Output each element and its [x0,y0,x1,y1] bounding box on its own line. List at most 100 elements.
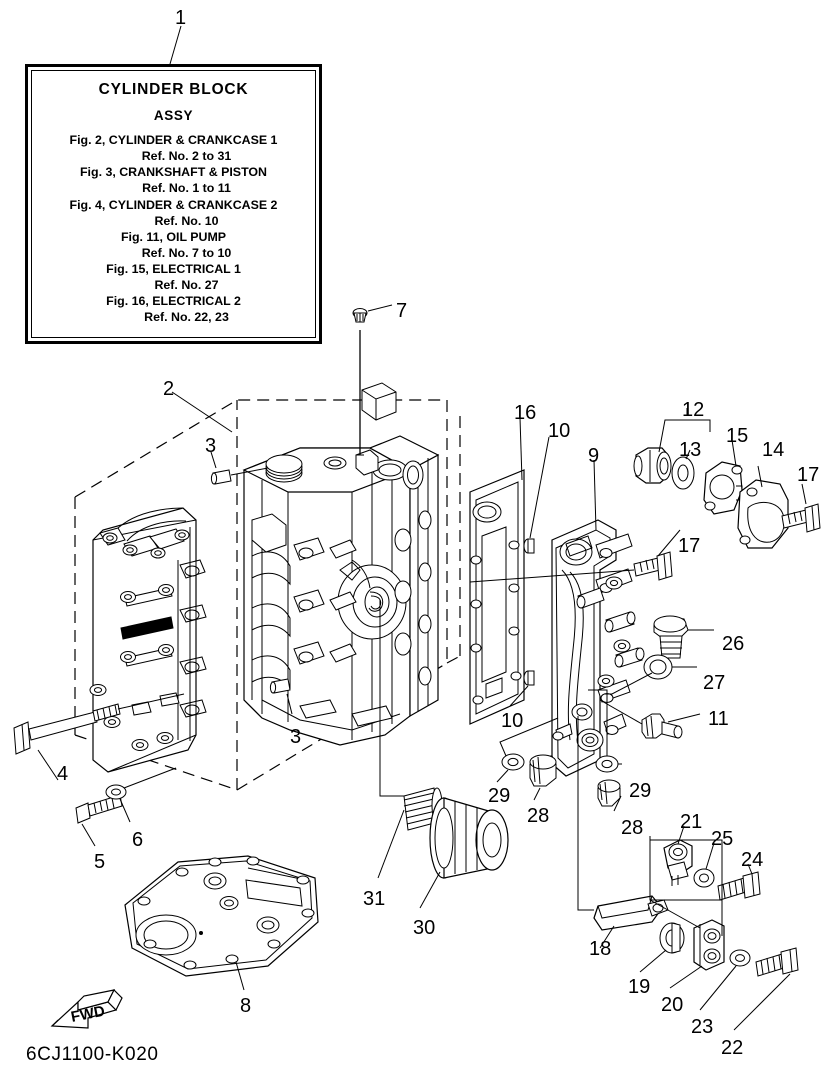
leader-22 [733,973,791,1031]
part-washer-6 [105,767,177,823]
part-bolt-17-right [781,483,821,533]
leader-25 [705,842,715,870]
legend-fig: Fig. 2, CYLINDER & CRANKCASE 1 [69,133,278,147]
callout-18[interactable]: 18 [589,938,612,960]
part-dowel-3-lower [269,678,293,715]
leader-28-left [533,787,541,801]
callout-3-lower[interactable]: 3 [290,726,302,748]
callout-10-upper[interactable]: 10 [548,420,571,442]
leader-20 [669,965,703,989]
leader-4-to-block [117,693,185,710]
leader-12-bracket [658,419,711,453]
leader-14 [757,465,763,488]
legend-fig: Fig. 3, CRANKSHAFT & PISTON [79,165,267,180]
callout-6[interactable]: 6 [132,829,144,851]
part-thermostat-cover-14 [737,465,789,549]
callout-13[interactable]: 13 [679,439,702,461]
leader-29-left [496,769,509,783]
callout-7[interactable]: 7 [396,300,408,322]
leader-15 [731,439,737,467]
callout-25[interactable]: 25 [711,828,734,850]
part-drain-plug-28-right [597,779,622,812]
leader-4 [37,749,59,781]
callout-21[interactable]: 21 [680,811,703,833]
callout-11[interactable]: 11 [708,708,729,730]
part-plug-7 [352,304,393,323]
leader-24 [747,863,753,875]
callout-20[interactable]: 20 [661,994,684,1016]
callout-26[interactable]: 26 [722,633,745,655]
part-gasket-16 [469,417,525,725]
leader-17-left [657,529,681,557]
part-grommet-19 [639,922,685,973]
callout-29-left[interactable]: 29 [488,785,511,807]
part-oil-pan-8 [124,855,319,991]
callout-9[interactable]: 9 [588,445,600,467]
callout-3-upper[interactable]: 3 [205,435,217,457]
callout-22[interactable]: 22 [721,1037,744,1059]
callout-19[interactable]: 19 [628,976,651,998]
part-bolt-17-left [469,529,681,583]
callout-14[interactable]: 14 [762,439,785,461]
fwd-arrow: FWD [50,988,123,1029]
part-bolt-22 [733,947,799,1031]
leader-10-upper [529,436,550,539]
part-oil-filter-30 [419,797,509,909]
leader-6 [119,798,131,823]
leader-3-lower [286,693,293,715]
part-rail-18 [577,716,669,949]
legend-ref: Ref. No. 10 [154,213,219,228]
leader-18 [599,925,615,949]
legend-ref: Ref. No. 27 [154,278,219,293]
callout-29-right[interactable]: 29 [629,780,652,802]
part-washer-25 [693,842,715,888]
callout-5[interactable]: 5 [94,851,106,873]
leader-2 [171,391,233,433]
leader-13 [685,449,691,460]
callout-23[interactable]: 23 [691,1016,714,1038]
callout-27[interactable]: 27 [703,672,726,694]
leader-31 [377,809,405,879]
callout-31[interactable]: 31 [363,888,386,910]
leader-8 [235,961,245,991]
part-clamp-20 [669,919,725,989]
part-dowel-10-upper [523,436,550,554]
callout-17-left[interactable]: 17 [678,535,701,557]
legend-subtitle: ASSY [153,108,194,123]
callout-30[interactable]: 30 [413,917,436,939]
leader-10-lower [509,685,529,707]
legend-fig: Fig. 11, OIL PUMP [120,229,227,244]
legend-inner-border: CYLINDER BLOCK ASSY Fig. 2, CYLINDER & C… [31,70,316,338]
part-washer-23 [699,949,751,1011]
callout-24[interactable]: 24 [741,849,764,871]
part-drain-plug-26 [653,615,714,659]
part-bolt-5 [75,794,123,847]
callout-15[interactable]: 15 [726,425,749,447]
part-seal-13 [671,449,695,490]
part-bolt-24 [717,863,761,901]
callout-17-right[interactable]: 17 [797,464,820,486]
callout-16[interactable]: 16 [514,402,537,424]
callout-28-right[interactable]: 28 [621,817,644,839]
callout-12[interactable]: 12 [682,399,705,421]
legend-ref: Ref. No. 22, 23 [144,310,229,325]
part-fitting-11 [599,699,701,739]
callout-10-lower[interactable]: 10 [501,710,524,732]
callout-28-left[interactable]: 28 [527,805,550,827]
callout-8[interactable]: 8 [240,995,252,1017]
legend-fig: Fig. 16, ELECTRICAL 2 [106,294,241,309]
callout-4[interactable]: 4 [57,763,69,785]
legend-ref: Ref. No. 2 to 31 [141,149,232,164]
callout-1[interactable]: 1 [175,7,187,29]
legend-title: CYLINDER BLOCK [98,81,249,98]
fwd-label: FWD [70,1003,107,1026]
diagram-code: 6CJ1100-K020 [26,1044,159,1065]
legend-entry-list: Fig. 2, CYLINDER & CRANKCASE 1 Ref. No. … [38,132,309,326]
cylinder-block-main [242,330,440,746]
leader-1 [169,25,182,65]
legend-fig: Fig. 4, CYLINDER & CRANKCASE 2 [69,197,278,212]
callout-2[interactable]: 2 [163,378,175,400]
leader-30 [419,871,441,909]
